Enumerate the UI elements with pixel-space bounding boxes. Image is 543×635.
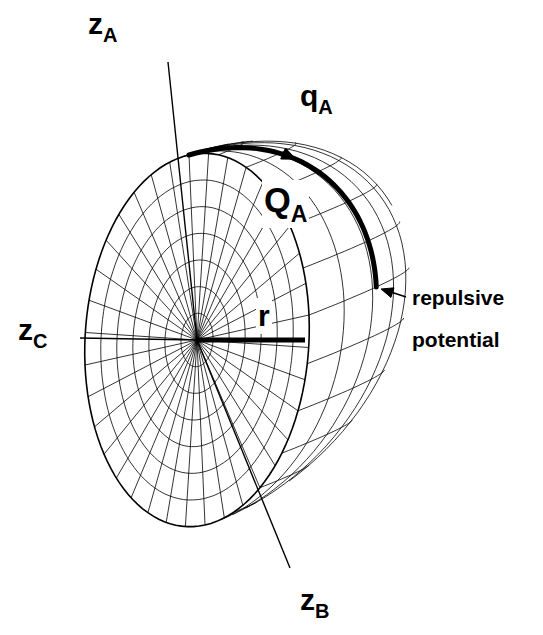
face-rim (85, 153, 310, 526)
axis-line (80, 338, 197, 340)
coordinate-label: qA (298, 78, 335, 119)
radius-line (197, 338, 305, 343)
axis-line (168, 62, 197, 340)
axis-label: zA (86, 6, 119, 47)
face-mesh (85, 154, 309, 527)
path-arc (189, 148, 376, 287)
axis-label: zC (16, 312, 49, 353)
note-label: repulsive potential (410, 277, 536, 361)
leader-arrowhead (381, 288, 394, 298)
angle-label: QA (262, 180, 309, 228)
direction-arrowhead (281, 148, 296, 159)
axis-label: zB (298, 582, 331, 623)
radius-label: r (256, 298, 272, 334)
axis-line (197, 340, 290, 568)
